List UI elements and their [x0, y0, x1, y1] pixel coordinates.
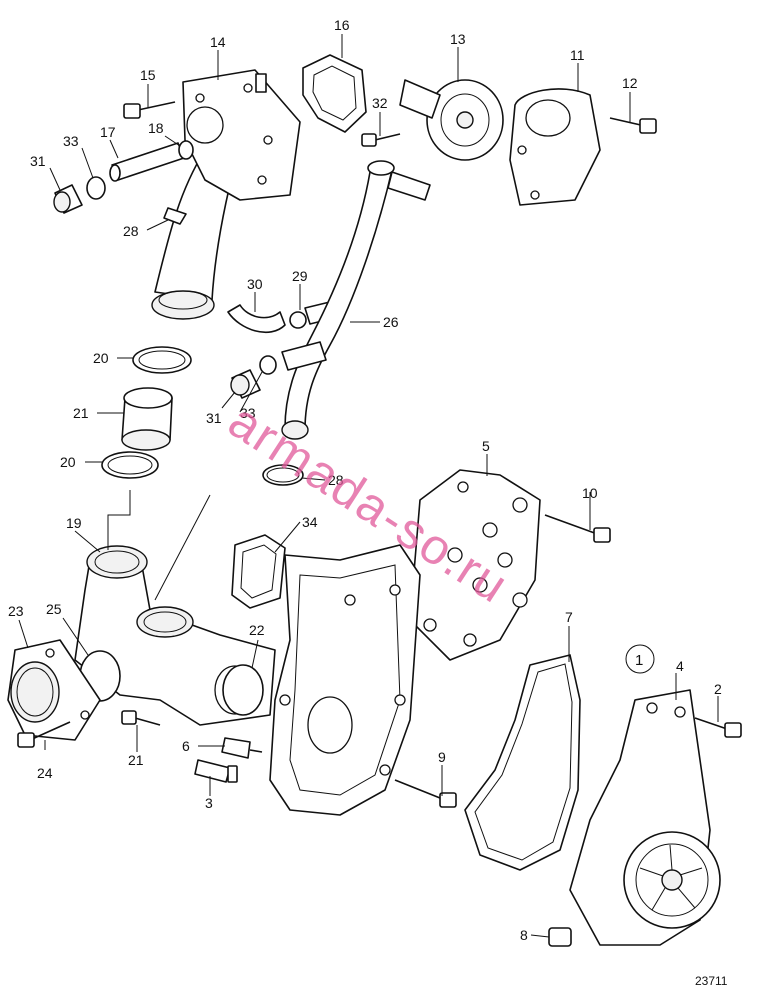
callout-32: 32 — [372, 95, 388, 111]
part-8-plug — [548, 927, 572, 947]
callout-18: 18 — [148, 120, 164, 136]
callout-16: 16 — [334, 17, 350, 33]
callout-19: 19 — [66, 515, 82, 531]
part-2-bolt — [694, 717, 742, 738]
part-12-bolt — [609, 117, 657, 134]
part-30-hose — [227, 304, 286, 334]
part-13-thermostat — [399, 79, 504, 161]
callout-31-middle: 31 — [206, 410, 222, 426]
callout-23: 22 — [249, 622, 265, 638]
callout-25: 24 — [37, 765, 53, 781]
part-22-bolt — [121, 710, 161, 726]
part-31-cap-top — [53, 184, 83, 214]
part-34-gasket — [231, 534, 286, 609]
callout-21: 21 — [73, 405, 89, 421]
part-15-bolt — [123, 101, 176, 119]
callout-29: 29 — [292, 268, 308, 284]
figure-number: 23711 — [695, 974, 728, 988]
part-5-bracket — [409, 469, 541, 661]
callout-8: 8 — [520, 927, 528, 943]
callout-12: 12 — [622, 75, 638, 91]
callout-11: 11 — [570, 47, 585, 63]
part-27-pipe — [281, 160, 431, 440]
callout-3: 3 — [205, 795, 213, 811]
callout-31-top: 31 — [30, 153, 46, 169]
part-31-cap-middle — [230, 369, 261, 399]
callout-4: 4 — [676, 658, 684, 674]
part-10-bolt — [544, 514, 611, 543]
part-16-gasket — [302, 54, 367, 133]
callout-28-middle: 28 — [328, 472, 344, 488]
part-32-bolt — [361, 133, 401, 147]
callout-13: 13 — [450, 31, 466, 47]
callout-17: 17 — [100, 124, 116, 140]
part-33-clamp-middle — [259, 341, 327, 375]
callout-28-top: 28 — [123, 223, 139, 239]
callout-27: 26 — [383, 314, 399, 330]
callout-22: 21 — [128, 752, 144, 768]
callout-14: 14 — [210, 34, 226, 50]
part-14-thermostat-housing — [151, 69, 301, 320]
callout-9: 9 — [438, 749, 446, 765]
part-33-clamp-top — [86, 176, 106, 200]
callout-34: 34 — [302, 514, 318, 530]
part-28-o-ring-middle — [262, 464, 304, 486]
part-20-o-ring-upper — [132, 346, 192, 374]
part-28-clip-top — [163, 207, 187, 225]
part-20-o-ring-lower — [101, 451, 159, 479]
callout-20-upper: 20 — [93, 350, 109, 366]
callout-26: 25 — [46, 601, 62, 617]
part-11-thermostat-cover — [509, 88, 601, 206]
callout-30: 30 — [247, 276, 263, 292]
callout-10: 10 — [582, 485, 598, 501]
part-main-housing — [269, 544, 421, 816]
circled-note-1: 1 — [625, 644, 655, 674]
callout-2: 2 — [714, 681, 722, 697]
callout-labels: 14 15 16 13 11 12 32 17 18 33 31 28 30 2… — [8, 17, 722, 943]
part-3-plug — [194, 759, 238, 783]
part-4-water-pump — [569, 689, 721, 946]
part-9-bolt — [394, 779, 457, 808]
part-25-bolt — [17, 721, 71, 748]
part-24-flange — [7, 639, 101, 741]
part-6-sensor — [221, 737, 263, 759]
callout-5: 5 — [482, 438, 490, 454]
callout-7: 7 — [565, 609, 573, 625]
circled-note-label: 1 — [635, 652, 643, 669]
part-23-o-ring — [222, 664, 264, 716]
callout-33-middle: 33 — [240, 405, 256, 421]
part-18-o-ring — [178, 140, 194, 160]
part-21-connector-sleeve — [121, 387, 173, 451]
callout-6: 6 — [182, 738, 190, 754]
callout-20-lower: 20 — [60, 454, 76, 470]
callout-15: 15 — [140, 67, 156, 83]
part-7-gasket — [464, 654, 581, 871]
leader-lines — [18, 34, 719, 938]
callout-24: 23 — [8, 603, 24, 619]
callout-33-top: 33 — [63, 133, 79, 149]
part-17-pipe — [109, 142, 185, 182]
